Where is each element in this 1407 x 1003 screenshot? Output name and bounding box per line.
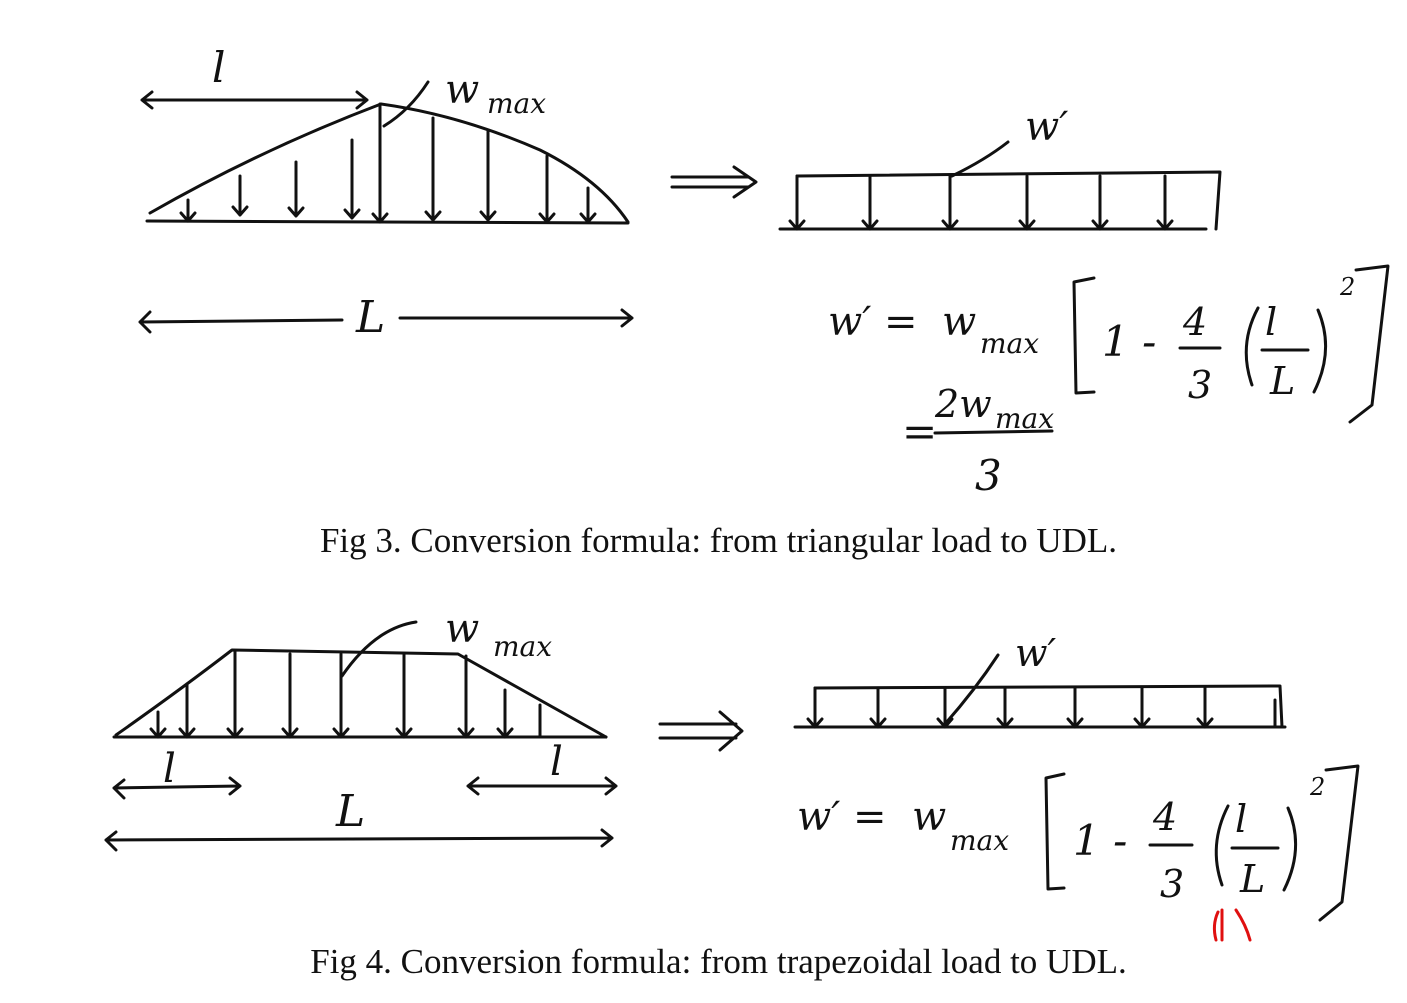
fig3-fracl-num: l: [1265, 300, 1277, 344]
fig4-l-right-dimension: [466, 776, 618, 796]
fig3-result-den: 3: [975, 451, 1002, 500]
fig4-udl-top: [813, 684, 1284, 729]
fig4-left-bracket: [1044, 772, 1066, 891]
fig4-paren-left: [1214, 804, 1230, 887]
fig4-wmax-label: w: [445, 606, 479, 652]
fig3-load-arrows: [179, 102, 597, 224]
fig4-right-bracket: [1318, 764, 1360, 922]
fig3-exponent: 2: [1339, 273, 1355, 301]
fig3-load-outline: [148, 102, 630, 224]
fig3-L-dimension: [138, 308, 634, 334]
fig3-wprime-label: w′: [1025, 104, 1068, 150]
fig4-wprime-label: w′: [1015, 631, 1057, 675]
fig3-paren-left: [1244, 306, 1260, 387]
fig3-paren-right: [1312, 308, 1328, 394]
fig4-red-annotation: [1212, 908, 1252, 942]
fig3-frac43-num: 4: [1182, 300, 1207, 344]
fig4-caption: Fig 4. Conversion formula: from trapezoi…: [310, 942, 1127, 981]
fig4-wprime-leader: [943, 653, 1000, 726]
fig4-l-left-dimension: [112, 776, 242, 800]
fig4-fracl-num: l: [1235, 797, 1247, 841]
fig3-formula-one: 1 -: [1102, 317, 1156, 366]
fig3-L-label: L: [355, 292, 385, 343]
fig4-formula-w: w: [912, 794, 946, 840]
fig3-result-bar: [933, 429, 1054, 435]
fig3-result-num-sub: max: [995, 402, 1054, 435]
fig3-implies-arrow: [670, 165, 758, 199]
fig3-wmax-leader: [382, 80, 430, 128]
fig3-caption: Fig 3. Conversion formula: from triangul…: [319, 521, 1118, 560]
fig4-formula-one: 1 -: [1073, 816, 1127, 865]
fig3-left-bracket: [1072, 276, 1096, 395]
fig4-l-left-label: l: [163, 746, 176, 792]
fig4-fracl-den: L: [1239, 857, 1265, 901]
fig4-l-right-label: l: [550, 739, 563, 785]
fig3-udl: w′: [778, 104, 1222, 231]
fig4-paren-right: [1282, 806, 1298, 892]
fig4-implies-arrow: [658, 710, 744, 752]
fig4-formula-lhs: w′ =: [797, 794, 887, 840]
fig3-fracl-den: L: [1269, 359, 1295, 403]
fig3-result-equals: =: [902, 407, 937, 456]
fig3-wprime-leader: [950, 140, 1010, 178]
fig4-load-outline: [114, 648, 608, 739]
fig4-wmax-sub: max: [493, 630, 552, 663]
fig4-L-label: L: [335, 786, 365, 837]
fig3-formula: w′ = w max 1 - 4 3 l L 2 w′ = = 2w max 3: [828, 264, 1390, 500]
fig3-l-dimension: [140, 90, 369, 110]
fig3-udl-arrows: [788, 174, 1174, 231]
fig4-L-dimension: [104, 828, 614, 852]
fig4-load-arrows: [149, 650, 542, 739]
fig3-wmax-label: w: [445, 67, 479, 113]
fig3-result-num: 2w: [934, 382, 992, 426]
fig3-beam: [145, 219, 630, 225]
fig3-right-bracket: [1348, 264, 1390, 424]
fig4-trapezoidal-load: w max l l L: [104, 606, 618, 852]
fig4-formula-sub: max: [950, 824, 1009, 857]
fig3-formula-sub: max: [980, 327, 1039, 360]
fig4-wmax-leader: [340, 620, 418, 678]
fig4-formula: w′ = w max 1 - 4 3 l L 2: [797, 764, 1360, 942]
fig3-l-label: l: [212, 43, 225, 92]
fig4-exponent: 2: [1309, 773, 1325, 801]
fig3-formula-w: w: [942, 299, 976, 345]
fig4-frac43-den: 3: [1160, 862, 1184, 906]
fig4-udl: w′: [793, 631, 1287, 729]
fig3-udl-top: [795, 170, 1222, 231]
fig3-frac43-den: 3: [1188, 363, 1212, 407]
fig4-udl-arrows: [806, 686, 1277, 729]
fig3-wmax-sub: max: [487, 87, 546, 120]
fig3-formula-lhs: w′ =: [828, 299, 918, 345]
fig3-triangular-load: w max l L: [138, 43, 634, 343]
fig4-frac43-num: 4: [1152, 795, 1177, 839]
